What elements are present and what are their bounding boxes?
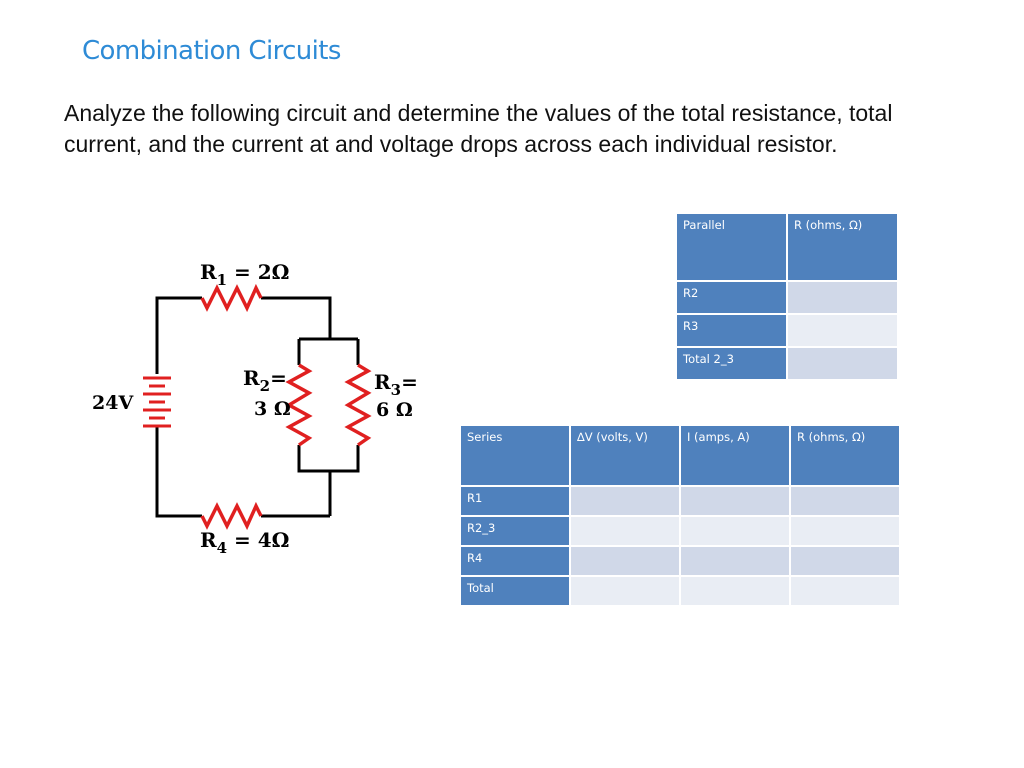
parallel-row-label: R3 (677, 315, 786, 346)
resistor-r2 (285, 363, 313, 447)
battery-symbol (143, 376, 171, 428)
parallel-table: Parallel R (ohms, Ω) R2 R3 Total 2_3 (675, 212, 899, 381)
series-row-label: Total (461, 577, 569, 605)
series-cell[interactable] (571, 487, 679, 515)
series-cell[interactable] (791, 547, 899, 575)
resistors (200, 283, 372, 531)
series-cell[interactable] (791, 577, 899, 605)
r3-label: R3= (374, 370, 418, 399)
series-cell[interactable] (571, 547, 679, 575)
series-row-label: R1 (461, 487, 569, 515)
series-cell[interactable] (791, 517, 899, 545)
circuit-diagram: 24V R1 = 2Ω R4 = 4Ω R2= 3 Ω R3= 6 Ω (92, 260, 418, 557)
slide-title: Combination Circuits (82, 36, 341, 66)
parallel-row-label: Total 2_3 (677, 348, 786, 379)
r1-label: R1 = 2Ω (200, 260, 289, 289)
series-cell[interactable] (571, 577, 679, 605)
series-header-resistance: R (ohms, Ω) (791, 426, 899, 485)
parallel-header-resistance: R (ohms, Ω) (788, 214, 897, 280)
resistor-r1 (200, 283, 263, 313)
resistor-r4 (200, 501, 263, 531)
battery-label: 24V (92, 392, 134, 414)
series-row-label: R2_3 (461, 517, 569, 545)
series-cell[interactable] (571, 517, 679, 545)
problem-prompt: Analyze the following circuit and determ… (64, 100, 893, 157)
r2-label: R2= (243, 366, 287, 395)
series-row-label: R4 (461, 547, 569, 575)
r3-value: 6 Ω (376, 399, 413, 421)
r4-label: R4 = 4Ω (200, 528, 289, 557)
parallel-cell[interactable] (788, 315, 897, 346)
series-header-voltage: ∆V (volts, V) (571, 426, 679, 485)
series-header-label: Series (461, 426, 569, 485)
parallel-header-label: Parallel (677, 214, 786, 280)
series-cell[interactable] (681, 547, 789, 575)
r2-value: 3 Ω (254, 398, 291, 420)
series-cell[interactable] (681, 577, 789, 605)
circuit-wires (155, 296, 360, 518)
parallel-cell[interactable] (788, 348, 897, 379)
series-cell[interactable] (791, 487, 899, 515)
series-header-current: I (amps, A) (681, 426, 789, 485)
series-cell[interactable] (681, 487, 789, 515)
parallel-row-label: R2 (677, 282, 786, 313)
series-table: Series ∆V (volts, V) I (amps, A) R (ohms… (459, 424, 901, 607)
series-cell[interactable] (681, 517, 789, 545)
resistor-r3 (344, 363, 372, 447)
parallel-cell[interactable] (788, 282, 897, 313)
